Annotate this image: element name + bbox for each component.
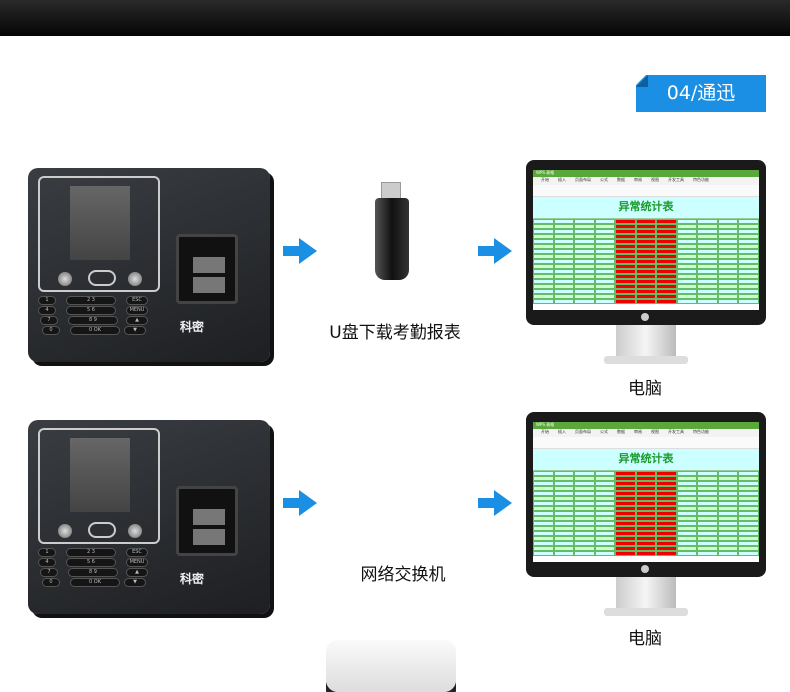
attendance-device-image: 1 2 3 ESC 4 5 6 MENU 7 8 9 ▲ 0 0 OK ▼ 科密 xyxy=(28,168,270,362)
fingerprint-sensor xyxy=(176,486,238,556)
toolbar xyxy=(533,437,759,449)
fingerprint-sensor xyxy=(176,234,238,304)
brand-logo: 科密 xyxy=(180,572,205,586)
keypad-key: 0 xyxy=(42,326,60,335)
device-screen xyxy=(70,186,130,260)
camera-icon xyxy=(128,272,142,286)
device-screen xyxy=(70,438,130,512)
menu-item[interactable]: 插入 xyxy=(558,177,566,182)
keypad-key: ▲ xyxy=(126,568,148,577)
display-frame xyxy=(38,428,160,544)
network-switch-image xyxy=(326,640,456,692)
menu-item[interactable]: 数据 xyxy=(617,177,625,182)
app-title-bar: WPS 表格 xyxy=(533,170,759,177)
sheet-grid xyxy=(533,219,759,304)
apple-logo-icon xyxy=(641,313,649,321)
menu-item[interactable]: 视图 xyxy=(651,177,659,182)
keypad-key: 1 xyxy=(38,548,56,557)
computer-monitor-image: WPS 表格 开始 插入 页面布局 公式 数据 审阅 视图 开发工具 特色功能 异常统计表 xyxy=(526,160,766,365)
menu-item[interactable]: 特色功能 xyxy=(693,177,709,182)
keypad-key: 2 3 xyxy=(66,548,116,557)
keypad-key: 8 9 xyxy=(68,568,118,577)
attendance-device-image: 1 2 3 ESC 4 5 6 MENU 7 8 9 ▲ 0 0 OK ▼ 科密 xyxy=(28,420,270,614)
menu-bar: 开始 插入 页面布局 公式 数据 审阅 视图 开发工具 特色功能 xyxy=(533,177,759,185)
keypad-key: 4 xyxy=(38,306,56,315)
apple-logo-icon xyxy=(641,565,649,573)
keypad-key: ▼ xyxy=(124,326,146,335)
pc-label: 电脑 xyxy=(628,629,662,649)
menu-item[interactable]: 视图 xyxy=(651,429,659,434)
menu-item[interactable]: 页面布局 xyxy=(575,429,591,434)
arrow-right-icon xyxy=(478,238,512,264)
keypad-key: 5 6 xyxy=(66,306,116,315)
usb-drive-image xyxy=(375,182,411,284)
menu-item[interactable]: 公式 xyxy=(600,177,608,182)
spreadsheet-screen: WPS 表格 开始 插入 页面布局 公式 数据 审阅 视图 开发工具 特色功能 异常统计表 xyxy=(533,422,759,562)
keypad-key: 8 9 xyxy=(68,316,118,325)
keypad-key: 0 OK xyxy=(70,326,120,335)
menu-item[interactable]: 审阅 xyxy=(634,429,642,434)
menu-item[interactable]: 特色功能 xyxy=(693,429,709,434)
ir-sensor xyxy=(88,522,116,538)
keypad-key: MENU xyxy=(126,558,148,567)
menu-item[interactable]: 开发工具 xyxy=(668,177,684,182)
usb-label: U盘下载考勤报表 xyxy=(329,323,461,343)
camera-icon xyxy=(58,524,72,538)
keypad-key: 2 3 xyxy=(66,296,116,305)
camera-icon xyxy=(58,272,72,286)
keypad-key: ▼ xyxy=(124,578,146,587)
sheet-grid xyxy=(533,471,759,556)
arrow-right-icon xyxy=(283,238,317,264)
display-frame xyxy=(38,176,160,292)
section-badge: 04/通迅 xyxy=(636,75,766,112)
menu-item[interactable]: 开始 xyxy=(541,177,549,182)
keypad-key: 7 xyxy=(40,568,58,577)
arrow-right-icon xyxy=(478,490,512,516)
keypad-key: ▲ xyxy=(126,316,148,325)
sheet-title: 异常统计表 xyxy=(533,449,759,471)
usb-row: U盘下载考勤报表 电脑 1 2 3 ESC 4 5 6 MENU 7 8 9 ▲ 0 0 OK ▼ 科… xyxy=(0,160,790,410)
spreadsheet-screen: WPS 表格 开始 插入 页面布局 公式 数据 审阅 视图 开发工具 特色功能 异常统计表 xyxy=(533,170,759,310)
keypad-key: ESC xyxy=(126,296,148,305)
keypad-key: 5 6 xyxy=(66,558,116,567)
top-bar xyxy=(0,0,790,36)
menu-item[interactable]: 审阅 xyxy=(634,177,642,182)
network-row: 网络交换机 电脑 1 2 3 ESC 4 5 6 MENU 7 8 9 ▲ 0 0 OK ▼ 科密 W… xyxy=(0,412,790,692)
computer-monitor-image: WPS 表格 开始 插入 页面布局 公式 数据 审阅 视图 开发工具 特色功能 异常统计表 xyxy=(526,412,766,617)
menu-item[interactable]: 开发工具 xyxy=(668,429,684,434)
keypad-key: 0 xyxy=(42,578,60,587)
keypad-key: 1 xyxy=(38,296,56,305)
menu-item[interactable]: 公式 xyxy=(600,429,608,434)
keypad-key: 4 xyxy=(38,558,56,567)
app-title-bar: WPS 表格 xyxy=(533,422,759,429)
camera-icon xyxy=(128,524,142,538)
keypad-key: 7 xyxy=(40,316,58,325)
brand-logo: 科密 xyxy=(180,320,205,334)
switch-label: 网络交换机 xyxy=(360,565,446,585)
menu-item[interactable]: 页面布局 xyxy=(575,177,591,182)
menu-item[interactable]: 数据 xyxy=(617,429,625,434)
keypad-key: 0 OK xyxy=(70,578,120,587)
menu-item[interactable]: 插入 xyxy=(558,429,566,434)
arrow-right-icon xyxy=(283,490,317,516)
keypad-key: ESC xyxy=(126,548,148,557)
menu-item[interactable]: 开始 xyxy=(541,429,549,434)
pc-label: 电脑 xyxy=(628,379,662,399)
menu-bar: 开始 插入 页面布局 公式 数据 审阅 视图 开发工具 特色功能 xyxy=(533,429,759,437)
keypad-key: MENU xyxy=(126,306,148,315)
ir-sensor xyxy=(88,270,116,286)
toolbar xyxy=(533,185,759,197)
sheet-title: 异常统计表 xyxy=(533,197,759,219)
